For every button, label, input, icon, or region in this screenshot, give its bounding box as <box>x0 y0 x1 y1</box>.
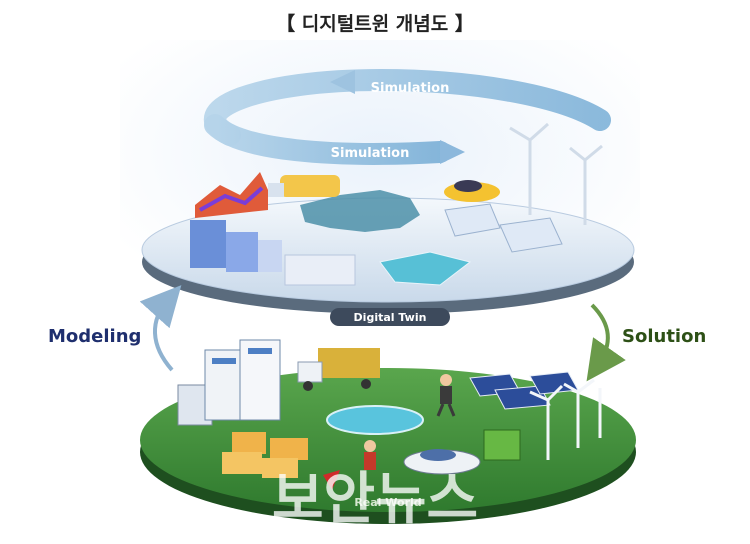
buildings-icon <box>190 220 356 286</box>
truck-icon <box>268 175 340 197</box>
real-world-platform: Real World <box>140 339 636 524</box>
simulation-loop: Simulation Simulation <box>204 68 611 165</box>
simulation-top-label: Simulation <box>371 81 450 96</box>
solar-farm-icon <box>469 371 579 410</box>
solar-panel-icon <box>444 203 563 253</box>
electric-car-icon <box>403 449 481 475</box>
city-buildings-icon <box>177 339 281 426</box>
map-icon <box>300 190 420 232</box>
modeling-label: Modeling <box>48 326 141 347</box>
wind-farm-icon <box>529 378 602 460</box>
person-icon <box>364 374 456 470</box>
fountain-icon <box>326 405 424 435</box>
real-world-label: Real World <box>354 496 421 509</box>
digital-twin-label-pill <box>330 308 450 326</box>
simulation-top-arrowhead <box>330 70 355 94</box>
water-park-icon <box>379 251 472 286</box>
modeling-arrow <box>139 285 182 372</box>
delivery-truck-icon <box>297 348 380 391</box>
simulation-bottom-label: Simulation <box>331 146 410 161</box>
digital-twin-label: Digital Twin <box>354 311 427 324</box>
battery-station-icon <box>483 429 521 461</box>
chart-icon <box>195 172 268 218</box>
watermark-logo: 보안뉴스 <box>272 467 478 532</box>
digital-twin-platform: Digital Twin <box>141 122 635 326</box>
solution-arrow <box>586 303 626 382</box>
car-icon <box>444 180 500 202</box>
red-marker-icon <box>323 470 340 490</box>
diagram-title: 【 디지털트윈 개념도 】 <box>276 12 474 35</box>
solution-label: Solution <box>622 326 706 347</box>
simulation-bottom-arrowhead <box>440 140 465 164</box>
wind-turbine-icon <box>509 122 603 225</box>
houses-icon <box>222 432 308 478</box>
